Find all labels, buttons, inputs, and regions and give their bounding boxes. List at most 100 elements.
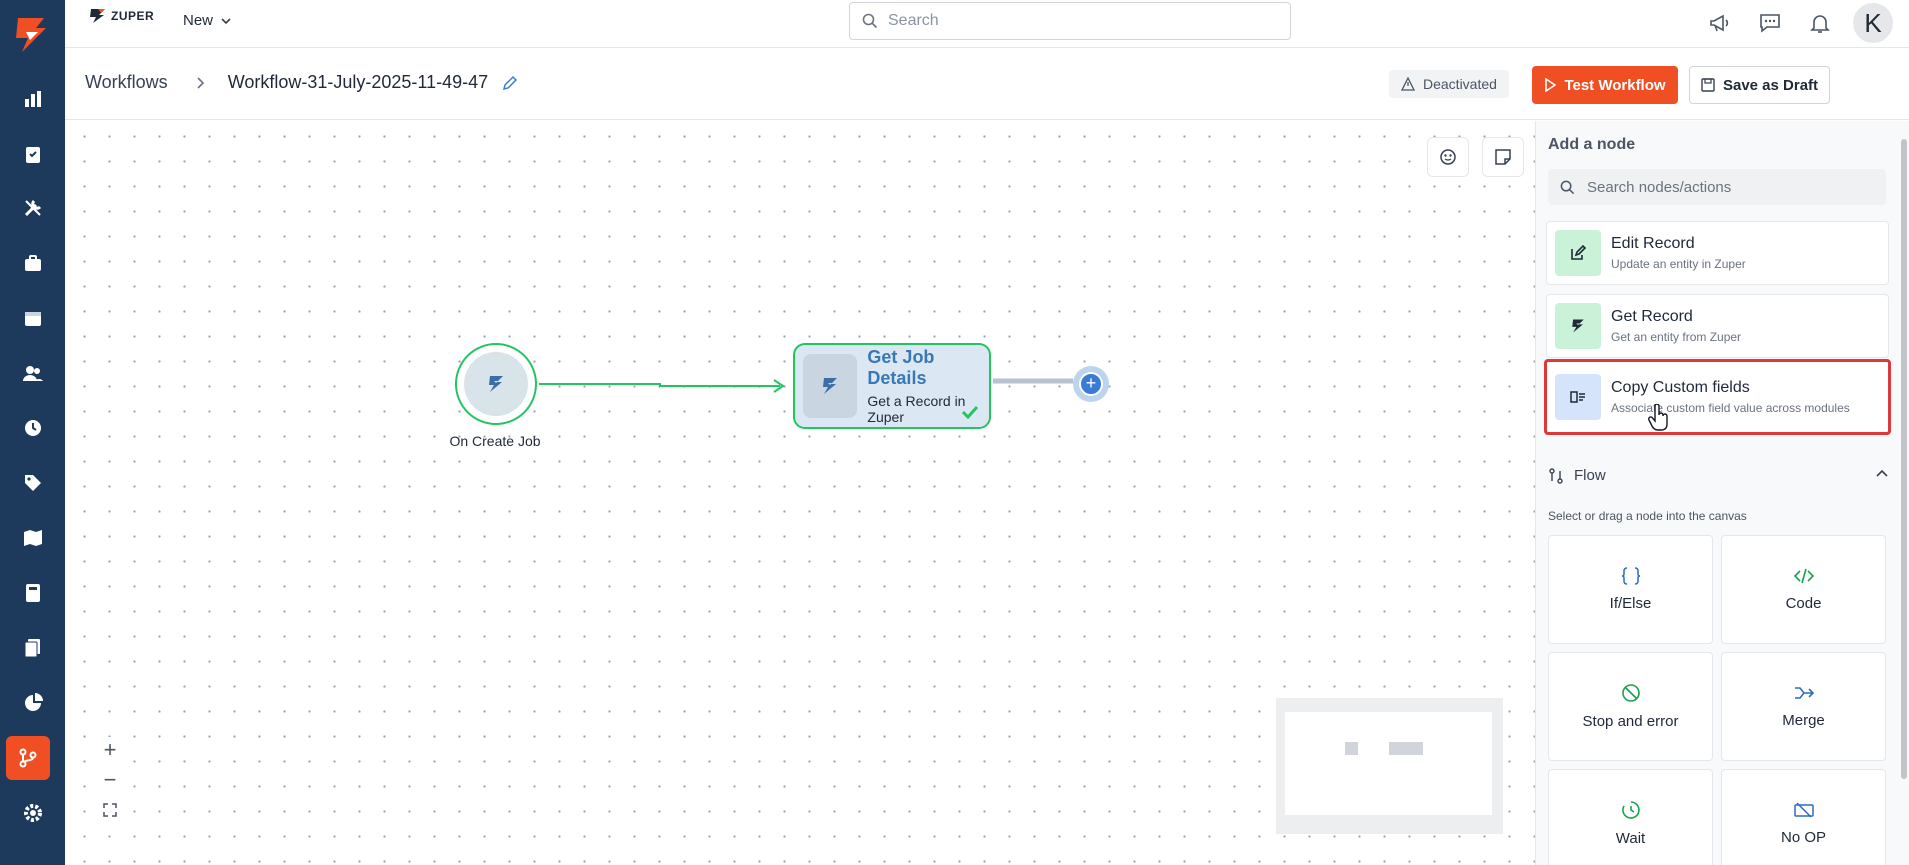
node-search-input[interactable] [1587,178,1877,196]
add-next-node-button[interactable]: + [1073,366,1109,402]
settings-icon [23,804,42,822]
rail-jobs[interactable] [0,132,65,176]
auto-layout-button[interactable] [1427,137,1469,177]
flow-hint: Select or drag a node into the canvas [1548,509,1747,523]
save-draft-button[interactable]: Save as Draft [1689,66,1830,104]
action-icon-wrap [1555,374,1601,420]
minimap-node [1389,742,1423,755]
tile-wait[interactable]: Wait [1548,769,1713,865]
merge-icon [1794,687,1814,699]
rail-map[interactable] [0,516,65,560]
notifications-button[interactable] [1803,6,1837,40]
rail-tags[interactable] [0,461,65,505]
rail-workflow[interactable] [6,736,50,780]
zuper-icon [1572,319,1584,333]
user-avatar[interactable]: K [1853,3,1893,43]
rail-timesheet[interactable] [0,406,65,450]
zuper-logo-icon[interactable] [8,10,56,58]
status-text: Deactivated [1423,76,1497,92]
search-input[interactable] [888,12,1268,30]
zuper-icon [823,378,838,394]
tile-no-op[interactable]: No OP [1721,769,1886,865]
get-job-details-node[interactable]: Get Job Details Get a Record in Zuper [793,343,991,429]
rail-documents[interactable] [0,626,65,670]
rail-calculator[interactable] [0,571,65,615]
announcements-button[interactable] [1703,6,1737,40]
global-search[interactable] [849,2,1291,40]
connector-edge [539,378,1073,393]
zoom-in-button[interactable]: + [103,737,117,762]
bell-icon [1810,15,1830,33]
action-description: Get an entity from Zuper [1611,330,1742,344]
tile-label: Stop and error [1582,713,1679,730]
analytics-icon [24,693,43,711]
code-icon [1793,568,1814,584]
action-description: Update an entity in Zuper [1611,257,1746,271]
save-icon [1701,78,1715,92]
search-icon [862,13,878,29]
rail-reports[interactable] [0,77,65,121]
flow-section-header[interactable]: Flow [1548,467,1888,484]
tools-icon [24,199,41,217]
tag-icon [24,475,41,491]
rail-briefcase[interactable] [0,241,65,285]
pencil-icon[interactable] [502,75,518,91]
action-edit-record[interactable]: Edit Record Update an entity in Zuper [1546,221,1889,285]
action-title: Copy Custom fields [1611,379,1750,396]
chevron-down-icon [221,17,231,24]
rail-analytics[interactable] [0,681,65,725]
action-get-record[interactable]: Get Record Get an entity from Zuper [1546,294,1889,358]
rail-calendar[interactable] [0,296,65,340]
workflow-name: Workflow-31-July-2025-11-49-47 [227,72,489,92]
tile-code[interactable]: Code [1721,535,1886,644]
brand-logo[interactable]: ZUPER [89,8,154,24]
check-icon [961,405,979,419]
tile-label: Wait [1615,830,1646,847]
zoom-out-button[interactable]: − [103,767,117,792]
tile-if-else[interactable]: If/Else [1548,535,1713,644]
action-copy-custom-fields[interactable]: Copy Custom fields Associate custom fiel… [1544,359,1891,435]
scrollbar-thumb[interactable] [1901,139,1907,779]
rail-settings[interactable] [0,791,65,835]
reports-icon [24,91,41,107]
minimap[interactable] [1276,698,1503,834]
node-search[interactable] [1548,169,1886,205]
top-header: ZUPER New K [65,0,1909,48]
tile-stop-and-error[interactable]: Stop and error [1548,652,1713,761]
plus-icon: + [1079,372,1103,396]
rail-users[interactable] [0,351,65,395]
flow-title: Flow [1574,467,1606,484]
minimap-viewport [1285,712,1492,815]
status-badge: Deactivated [1389,70,1509,98]
users-icon [22,366,43,381]
zuper-mark-icon [90,9,105,23]
flow-icon [1549,467,1563,484]
clock-icon [24,420,41,436]
documents-icon [24,639,40,658]
workflow-canvas[interactable]: On Create Job Get Job Details Get a Reco… [65,121,1535,865]
wait-icon [1621,801,1640,819]
breadcrumb: Workflows Workflow-31-July-2025-11-49-47 [85,72,518,93]
node-subtitle: Get a Record in Zuper [867,393,966,425]
action-text: Edit Record Update an entity in Zuper [1611,235,1746,271]
save-draft-label: Save as Draft [1722,76,1819,94]
minimap-node [1345,742,1358,755]
edit-record-icon [1571,244,1587,260]
fullscreen-icon [103,803,117,817]
new-dropdown[interactable]: New [183,12,231,29]
fit-view-button[interactable] [95,797,125,823]
copy-fields-icon [1570,391,1585,403]
left-rail [0,0,65,865]
rail-tools[interactable] [0,186,65,230]
tile-merge[interactable]: Merge [1721,652,1886,761]
tile-label: No OP [1780,829,1826,846]
chat-button[interactable] [1753,6,1787,40]
action-title: Edit Record [1611,235,1695,252]
action-text: Copy Custom fields Associate custom fiel… [1611,379,1850,415]
breadcrumb-workflows-link[interactable]: Workflows [85,72,168,92]
test-workflow-button[interactable]: Test Workflow [1532,66,1678,104]
add-note-button[interactable] [1482,137,1524,177]
panel-scrollbar[interactable] [1899,121,1909,865]
trigger-node[interactable] [455,343,537,425]
node-title: Get Job Details [867,347,935,388]
